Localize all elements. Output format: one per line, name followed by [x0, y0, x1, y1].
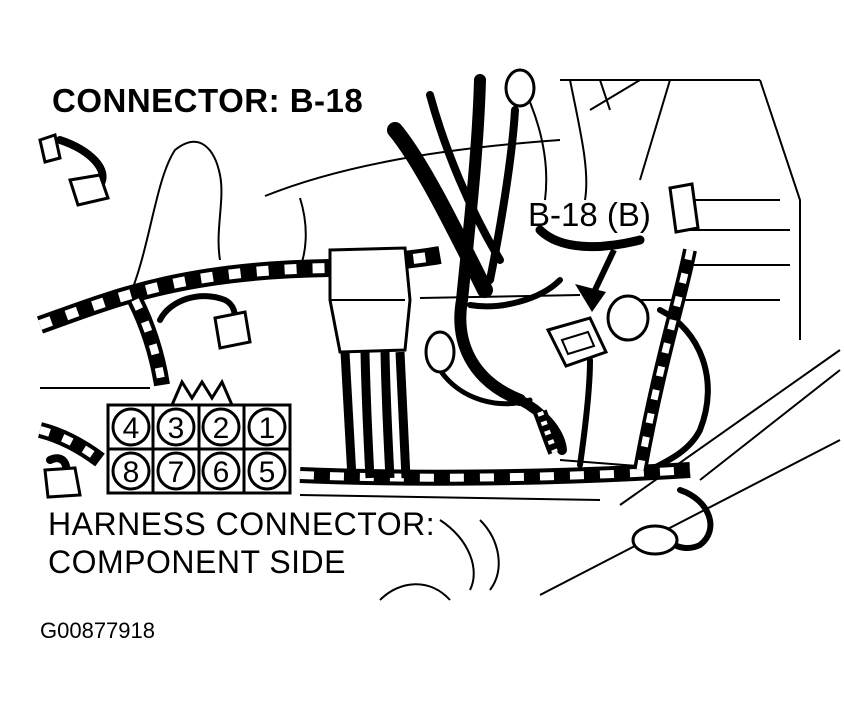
- caption-line-2: COMPONENT SIDE: [48, 544, 346, 580]
- figure-id: G00877918: [40, 618, 155, 643]
- pin-layout-grid: 4 3 2 1 8 7 6 5: [106, 378, 292, 495]
- pin-label: 7: [168, 456, 185, 489]
- pin-label: 8: [123, 456, 140, 489]
- caption-line-1: HARNESS CONNECTOR:: [48, 506, 436, 542]
- solid-wires: [46, 74, 714, 551]
- small-connectors: [38, 68, 700, 556]
- striped-harness: [36, 246, 697, 486]
- central-connector: [328, 246, 412, 479]
- connector-title: CONNECTOR: B-18: [52, 82, 364, 119]
- b18-connector: [545, 316, 609, 368]
- callout-arrow: [575, 248, 617, 312]
- pin-label: 3: [168, 412, 185, 445]
- pin-label: 1: [259, 412, 276, 445]
- pin-label: 4: [123, 412, 140, 445]
- body-panel-lines: [40, 79, 841, 601]
- pin-label: 6: [213, 456, 230, 489]
- pin-label: 2: [213, 412, 230, 445]
- pin-label: 5: [259, 456, 276, 489]
- callout-label: B-18 (B): [528, 196, 651, 233]
